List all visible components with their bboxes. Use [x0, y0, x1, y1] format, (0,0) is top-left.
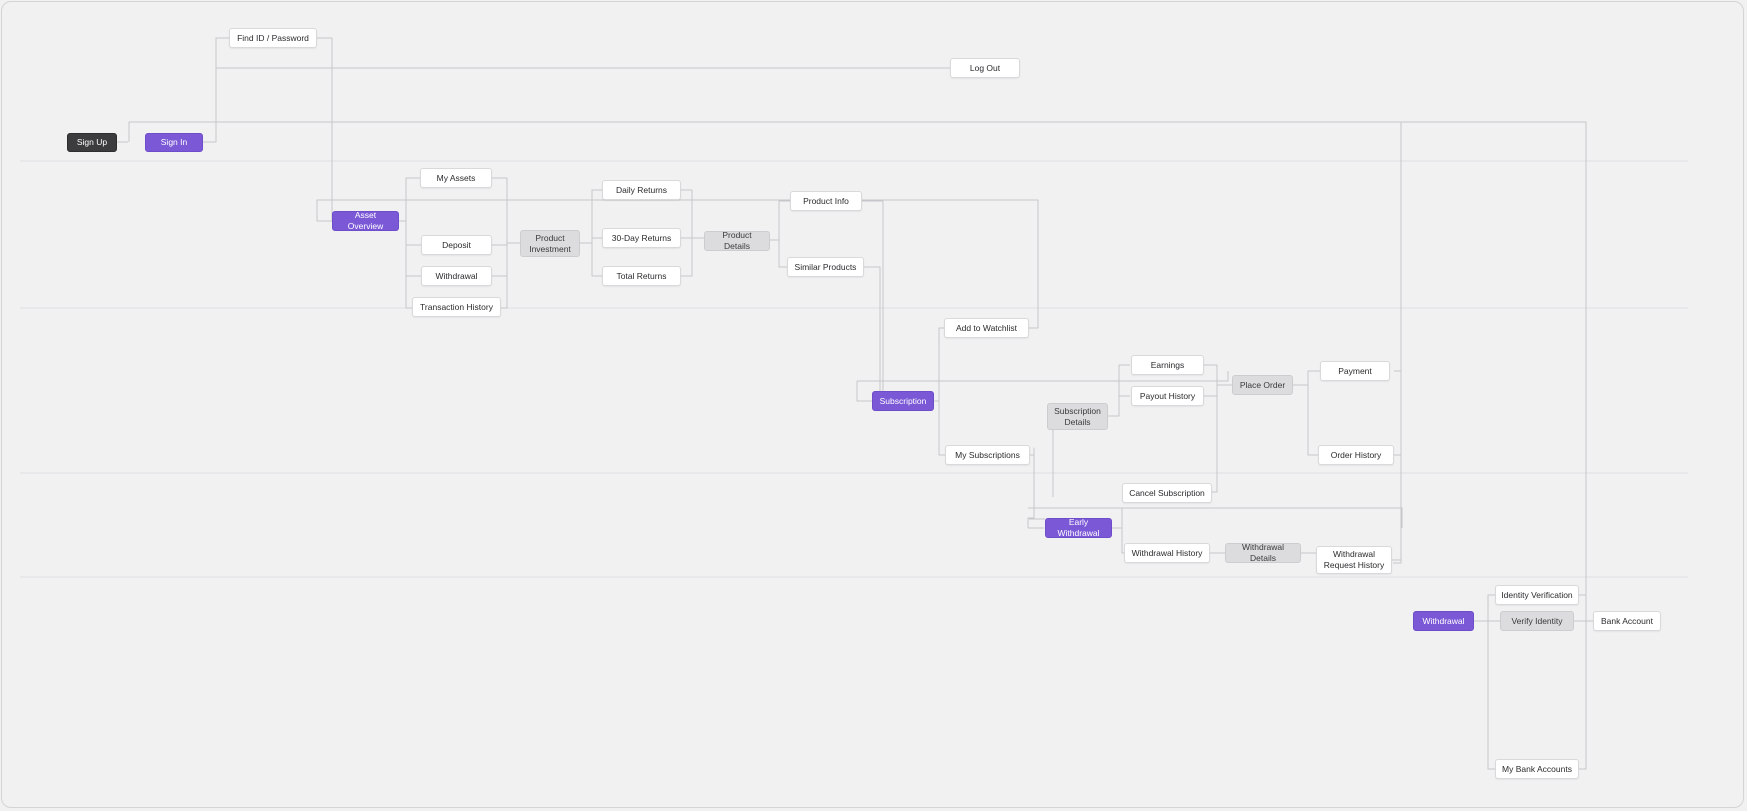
node-total-returns[interactable]: Total Returns — [602, 266, 681, 286]
node-subscription[interactable]: Subscription — [872, 391, 934, 411]
node-asset-overview[interactable]: Asset Overview — [332, 210, 399, 231]
node-withdrawal-request-history[interactable]: Withdrawal Request History — [1316, 546, 1392, 574]
connector — [1474, 594, 1495, 622]
connector — [856, 381, 872, 402]
connector — [1019, 447, 1044, 529]
connector — [681, 189, 693, 277]
connector — [580, 189, 602, 244]
node-30-day-returns[interactable]: 30-Day Returns — [602, 228, 681, 248]
connector — [1487, 621, 1495, 770]
connector — [405, 221, 412, 309]
node-place-order[interactable]: Place Order — [1232, 375, 1293, 395]
connector — [1393, 122, 1402, 564]
node-product-details[interactable]: Product Details — [704, 230, 770, 251]
node-deposit[interactable]: Deposit — [421, 235, 492, 255]
connector — [1579, 594, 1587, 770]
node-find-id-password[interactable]: Find ID / Password — [229, 28, 317, 48]
node-withdrawal-main[interactable]: Withdrawal — [1413, 611, 1474, 631]
node-my-subscriptions[interactable]: My Subscriptions — [945, 445, 1030, 465]
connector — [1112, 507, 1124, 529]
node-daily-returns[interactable]: Daily Returns — [602, 180, 681, 200]
node-cancel-subscription[interactable]: Cancel Subscription — [1122, 483, 1212, 503]
connector — [778, 240, 787, 268]
node-log-out[interactable]: Log Out — [950, 58, 1020, 78]
node-early-withdrawal[interactable]: Early Withdrawal — [1045, 517, 1112, 538]
connector — [1293, 370, 1320, 386]
connector — [1204, 385, 1218, 493]
node-bank-account[interactable]: Bank Account — [1593, 611, 1661, 631]
node-identity-verification[interactable]: Identity Verification — [1495, 585, 1579, 605]
node-similar-products[interactable]: Similar Products — [787, 257, 864, 277]
node-add-to-watchlist[interactable]: Add to Watchlist — [944, 318, 1029, 338]
node-my-assets[interactable]: My Assets — [420, 168, 492, 188]
node-withdrawal[interactable]: Withdrawal — [421, 266, 492, 286]
node-product-info[interactable]: Product Info — [790, 191, 862, 211]
connector — [316, 37, 1039, 329]
connector — [1204, 364, 1232, 386]
node-sign-in[interactable]: Sign In — [145, 133, 203, 152]
connector — [1307, 385, 1318, 456]
node-subscription-details[interactable]: Subscription Details — [1047, 403, 1108, 430]
node-payout-history[interactable]: Payout History — [1131, 386, 1204, 406]
connector — [202, 37, 229, 143]
node-product-investment[interactable]: Product Investment — [520, 230, 580, 257]
node-my-bank-accounts[interactable]: My Bank Accounts — [1495, 759, 1579, 779]
connector — [864, 266, 881, 392]
connector — [862, 200, 884, 401]
node-verify-identity[interactable]: Verify Identity — [1500, 611, 1574, 631]
connector — [857, 371, 1229, 382]
connector — [938, 401, 945, 456]
connector — [398, 177, 420, 222]
node-payment[interactable]: Payment — [1320, 361, 1390, 381]
node-sign-up[interactable]: Sign Up — [67, 133, 117, 152]
node-earnings[interactable]: Earnings — [1131, 355, 1204, 375]
connector — [128, 121, 1587, 611]
node-order-history[interactable]: Order History — [1318, 445, 1394, 465]
connector — [1108, 364, 1130, 417]
node-transaction-history[interactable]: Transaction History — [412, 297, 501, 317]
node-withdrawal-details[interactable]: Withdrawal Details — [1225, 542, 1301, 563]
connector — [933, 327, 945, 402]
connector — [1121, 528, 1124, 554]
node-withdrawal-history[interactable]: Withdrawal History — [1124, 543, 1210, 563]
connector — [492, 177, 508, 309]
connector — [769, 200, 790, 241]
connector — [591, 190, 602, 277]
